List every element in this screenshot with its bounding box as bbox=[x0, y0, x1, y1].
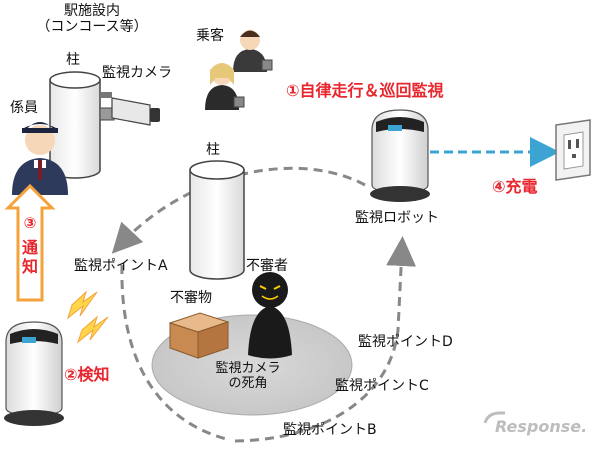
robot-icon-patrol bbox=[370, 109, 430, 202]
blind-spot-line2: の死角 bbox=[228, 375, 268, 391]
power-outlet-icon bbox=[555, 119, 591, 181]
pillar-top-label: 柱 bbox=[66, 52, 80, 68]
pillar-center bbox=[189, 160, 245, 280]
camera-label: 監視カメラ bbox=[102, 65, 172, 81]
suspicious-object-label: 不審物 bbox=[170, 290, 212, 306]
point-b-label: 監視ポイントB bbox=[283, 422, 377, 438]
notify-arrow bbox=[4, 183, 56, 302]
suspicious-person-label: 不審者 bbox=[246, 258, 288, 274]
staff-icon bbox=[12, 122, 68, 195]
step1-label: ①自律走行＆巡回監視 bbox=[286, 81, 444, 100]
passenger-icon-2 bbox=[205, 63, 245, 110]
station-area-line1: 駅施設内 bbox=[64, 3, 120, 19]
staff-label: 係員 bbox=[10, 100, 38, 116]
point-c-label: 監視ポイントC bbox=[335, 378, 429, 394]
robot-label: 監視ロボット bbox=[355, 210, 439, 226]
patrol-route-left bbox=[120, 264, 231, 442]
step3-number: ③ bbox=[23, 214, 37, 232]
point-d-label: 監視ポイントD bbox=[358, 334, 453, 350]
step3-text: 通知 bbox=[21, 238, 38, 277]
blind-spot-line1: 監視カメラ bbox=[215, 361, 281, 376]
station-area-label: 駅施設内 （コンコース等） bbox=[32, 3, 152, 35]
pillar-top bbox=[49, 71, 101, 179]
pillar-center-label: 柱 bbox=[206, 142, 220, 158]
station-area-line2: （コンコース等） bbox=[36, 19, 148, 36]
alert-lightning-icon bbox=[67, 290, 109, 344]
blind-spot-label: 監視カメラ の死角 bbox=[208, 361, 288, 392]
point-a-label: 監視ポイントA bbox=[74, 258, 168, 274]
patrol-route-bottom bbox=[234, 236, 417, 443]
robot-icon-detect bbox=[4, 321, 64, 426]
step2-label: ②検知 bbox=[64, 365, 110, 384]
step4-label: ④充電 bbox=[492, 177, 538, 196]
watermark-logo bbox=[483, 411, 505, 424]
passenger-icon-1 bbox=[233, 30, 273, 72]
suspicious-object-icon bbox=[168, 312, 230, 359]
suspicious-person-icon bbox=[248, 272, 292, 359]
camera-icon bbox=[99, 92, 160, 126]
watermark-text: Response. bbox=[495, 417, 588, 436]
passenger-label: 乗客 bbox=[196, 28, 224, 44]
